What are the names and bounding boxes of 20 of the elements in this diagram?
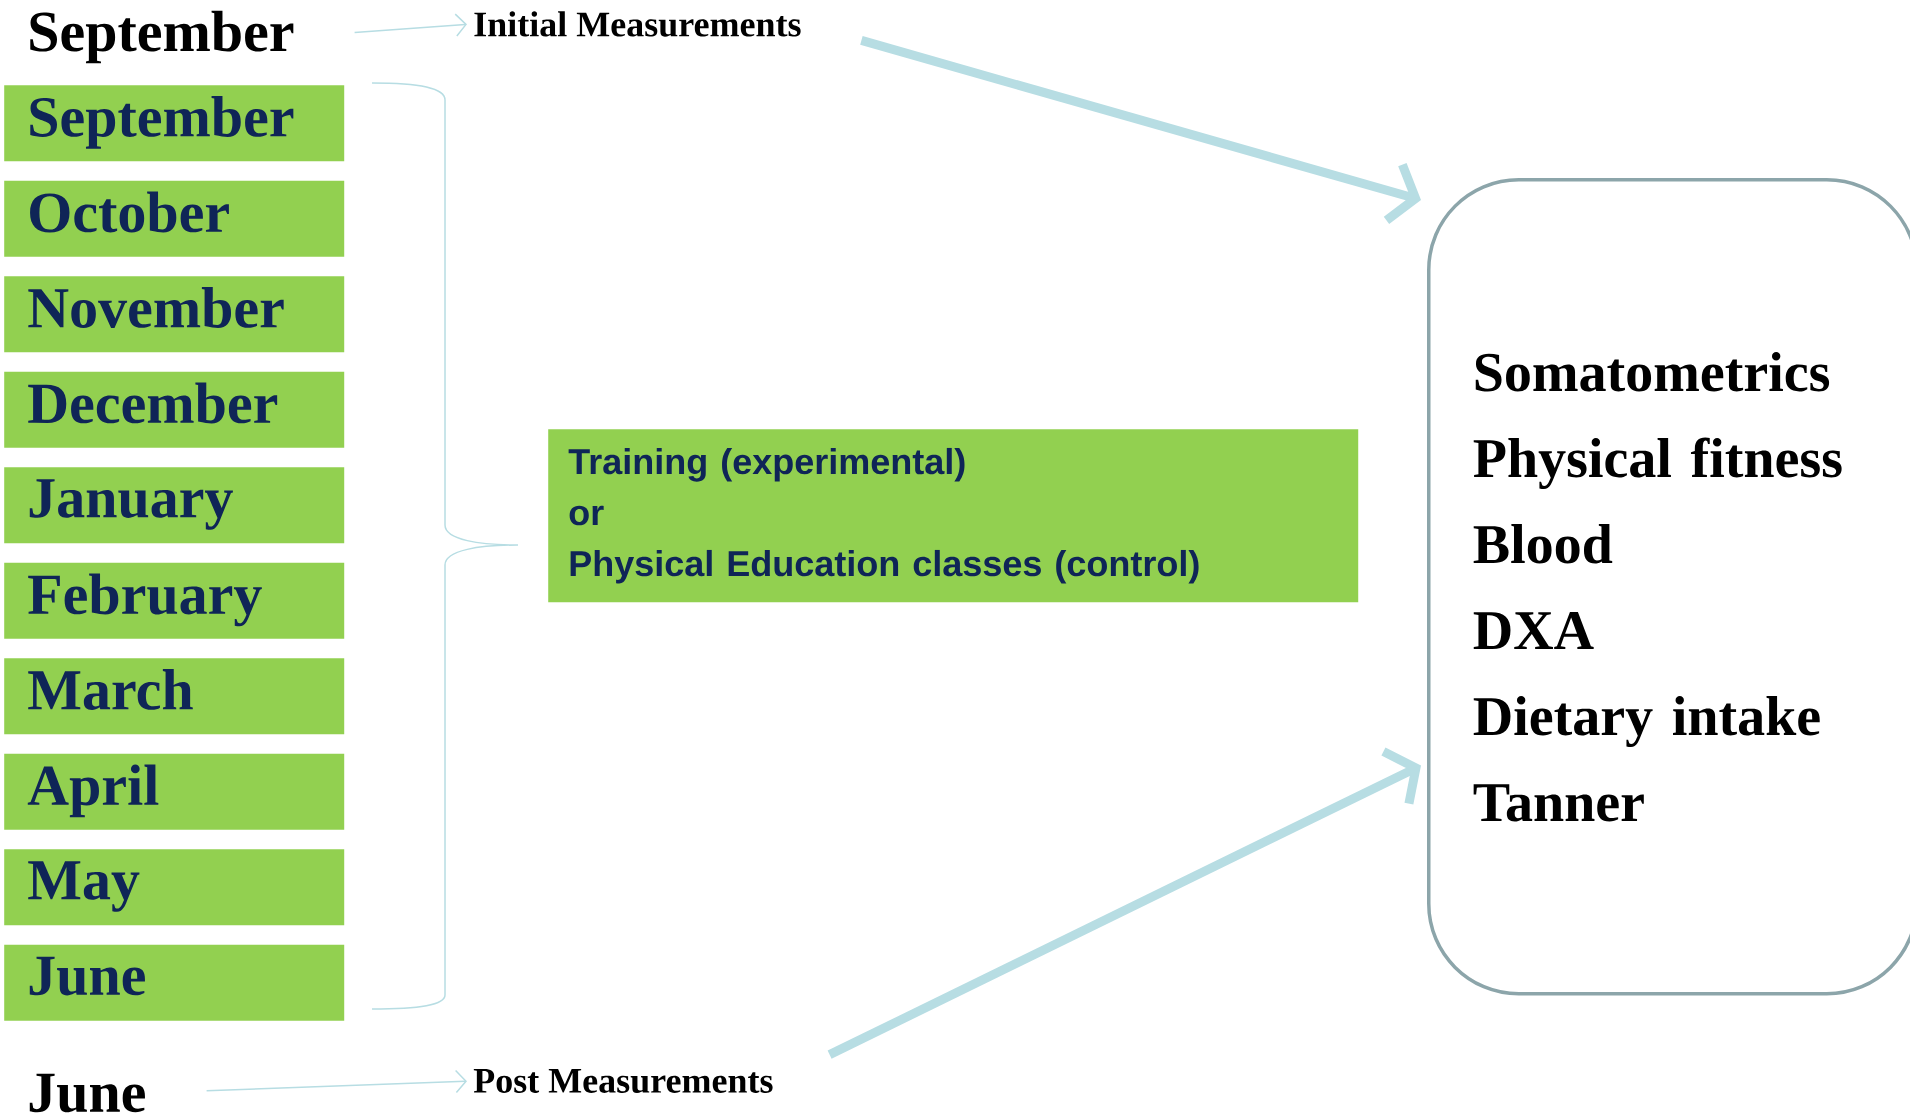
month-box: December [4,371,345,448]
month-box: May [4,849,345,926]
month-box: March [4,658,345,735]
month-box: February [4,562,345,639]
measurements-box: Somatometrics Physical fitness Blood DXA Dietary intake Tanner [1427,178,1910,996]
arrow [205,1069,467,1094]
measurement-label: Initial Measurements [474,11,801,37]
month-box: January [4,467,345,544]
month-label: June [29,1073,145,1113]
month-box: September [4,85,345,162]
month-box: November [4,276,345,353]
measurement-label: Post Measurements [473,1069,773,1093]
month-box: June [4,944,345,1021]
arrow [827,747,1421,1059]
month-label: September [30,10,294,64]
training-box: Training (experimental) or Physical Education classes (control) [548,429,1359,603]
arrow [353,13,468,37]
month-box: April [4,753,345,830]
month-box: October [4,180,345,257]
arrow [860,36,1422,224]
